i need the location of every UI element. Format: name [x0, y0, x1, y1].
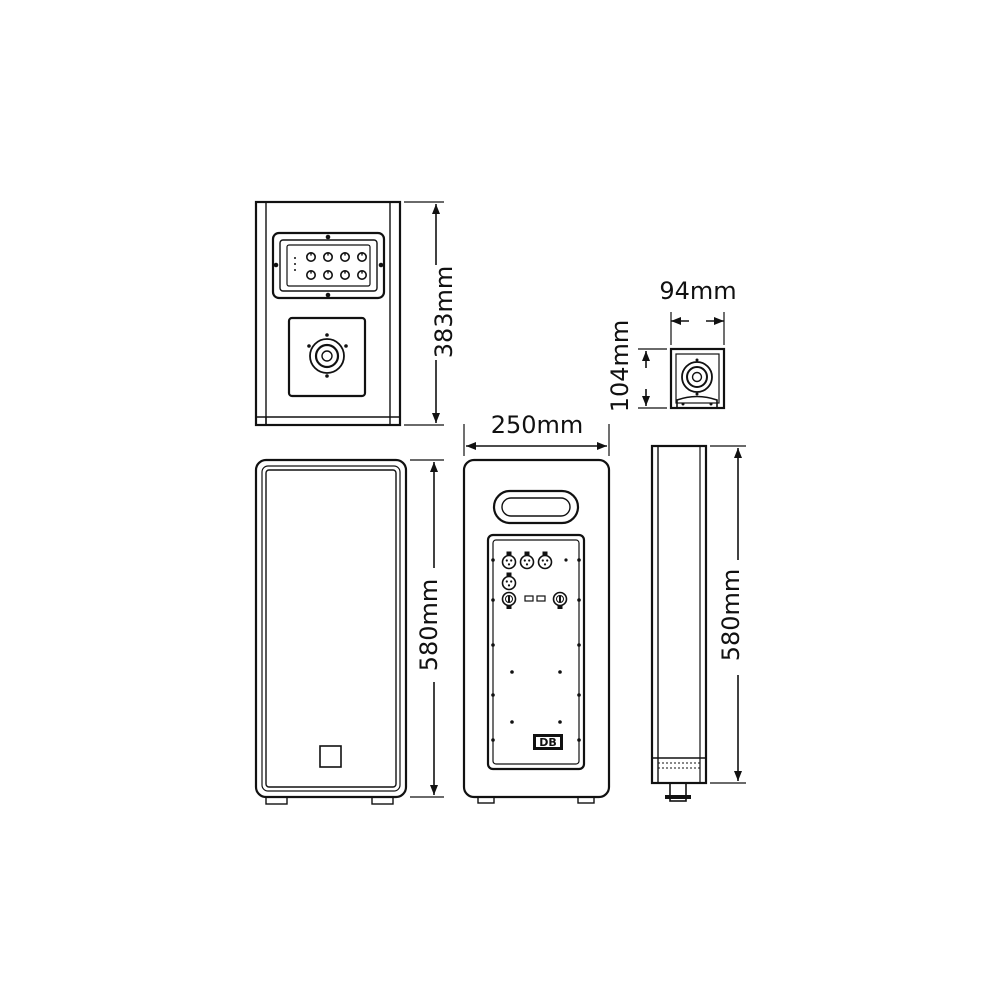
mount-bracket [676, 395, 718, 408]
dimension-sat-height: 104mm [606, 320, 667, 413]
top-view: 383mm [254, 200, 458, 427]
rear-panel [486, 533, 586, 771]
dimension-label-sat-width: 94mm [659, 277, 736, 305]
dimension-sat-width: 94mm [659, 277, 737, 345]
svg-text:DB: DB [539, 736, 557, 749]
speakon-panel [287, 316, 367, 398]
satellite-front-view: 94mm 104mm [606, 277, 737, 412]
dimension-top-depth: 383mm [404, 201, 458, 426]
handle [492, 489, 580, 525]
dimension-front-height: 580mm [410, 459, 444, 798]
dimension-side-height: 580mm [710, 445, 746, 784]
switch [536, 595, 546, 602]
dimension-label-side-height: 580mm [717, 569, 745, 662]
pole-mount [665, 782, 691, 802]
front-view: 580mm [254, 458, 444, 805]
knob-icon [305, 252, 368, 281]
dimension-label-rear-width: 250mm [491, 411, 584, 439]
foot [371, 796, 394, 805]
dimension-label-front-height: 580mm [415, 579, 443, 672]
db-logo-badge: DB [533, 734, 563, 750]
dimension-rear-width: 250mm [463, 411, 610, 456]
logo-badge [319, 745, 342, 768]
side-view: 580mm [650, 444, 746, 802]
foot [265, 796, 288, 805]
switch [524, 595, 534, 602]
foot [477, 796, 495, 804]
dimension-label-top-depth: 383mm [430, 266, 458, 359]
screw [491, 558, 581, 742]
rear-view: DB 250mm [462, 411, 611, 804]
control-module [271, 231, 386, 300]
foot [577, 796, 595, 804]
xlr-connector-icon [501, 550, 568, 610]
dimension-label-sat-height: 104mm [606, 320, 634, 413]
